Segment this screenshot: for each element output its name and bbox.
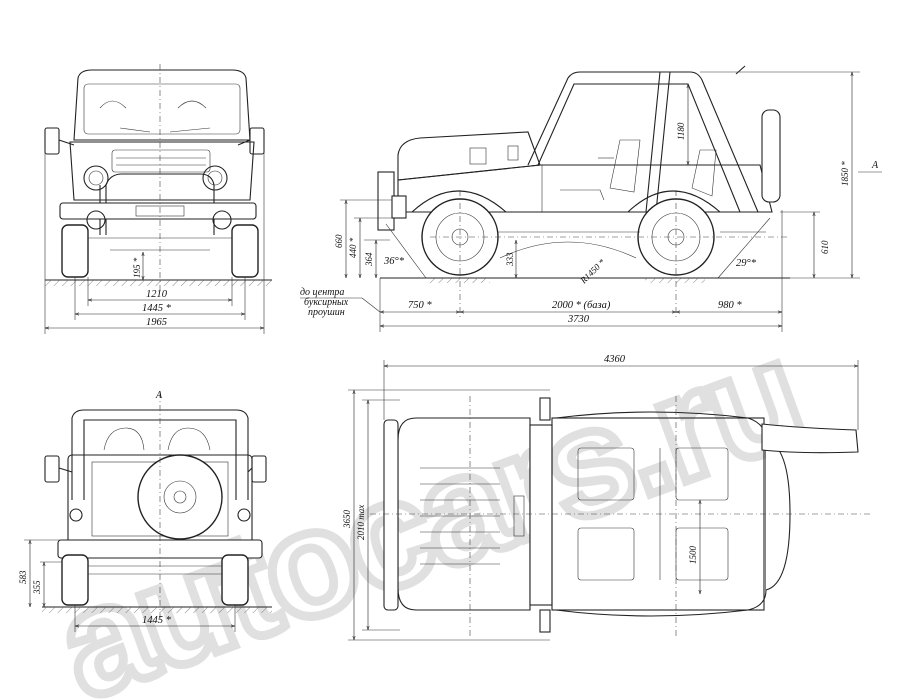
dim-front-width-1965: 1965 (146, 317, 167, 328)
view-a-label-side: А (871, 160, 879, 171)
dim-top-4360: 4360 (604, 354, 626, 365)
dim-side-1180: 1180 (676, 122, 686, 140)
dim-side-750: 750 * (408, 300, 432, 311)
dim-top-2010: 2010 max (356, 505, 366, 540)
rear-view (24, 392, 272, 632)
dim-front-track-1445: 1445 * (142, 303, 172, 314)
towing-note-line-1: до центра (300, 287, 344, 298)
dim-side-1850: 1850 * (840, 161, 850, 186)
dim-side-radius: R1450 * (578, 257, 608, 287)
dim-side-base: 2000 * (база) (552, 300, 611, 311)
dim-side-610: 610 (820, 240, 830, 254)
dim-side-angle-front: 36°* (383, 256, 405, 267)
dim-rear-583: 583 (18, 570, 28, 584)
dim-side-3730: 3730 (567, 314, 590, 325)
view-a-label-rear: А (155, 390, 163, 401)
dim-rear-track-1445: 1445 * (142, 615, 172, 626)
front-view (44, 64, 272, 334)
dim-side-333: 333 (505, 252, 515, 267)
top-view (348, 360, 870, 641)
dim-front-clearance-195: 195 * (132, 257, 142, 278)
dim-rear-355: 355 (32, 580, 42, 595)
side-view (300, 65, 882, 332)
towing-note-line-2: буксирных (304, 297, 349, 308)
dim-side-980: 980 * (718, 300, 742, 311)
dim-front-track-1210: 1210 (146, 289, 168, 300)
towing-note-line-3: проушин (308, 307, 345, 318)
dim-side-angle-rear: 29°* (736, 258, 757, 269)
dim-top-1500: 1500 (688, 546, 698, 565)
dim-side-660: 660 (334, 234, 344, 248)
dim-side-440: 440 * (348, 237, 358, 258)
dim-top-3650: 3650 (342, 510, 352, 530)
dim-side-364: 364 (364, 252, 374, 267)
